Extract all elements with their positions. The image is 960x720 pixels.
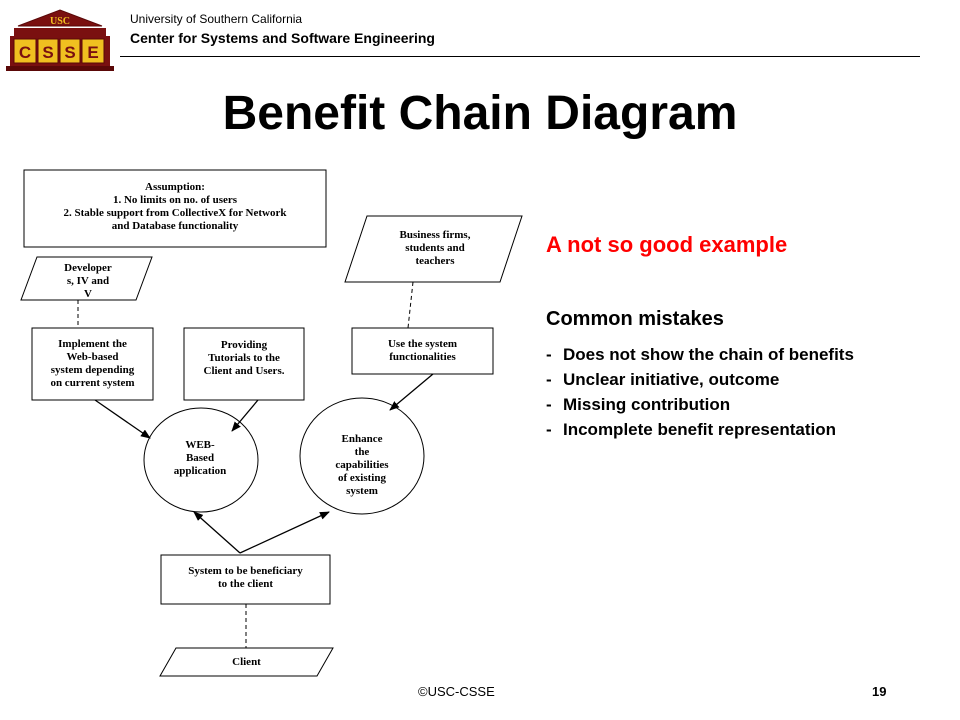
- beneficiary-text: System to be beneficiary to the client: [188, 565, 303, 590]
- business-dashed-link: [407, 281, 414, 329]
- tutorials-text: Providing Tutorials to the Client and Us…: [203, 338, 285, 377]
- page-number: 19: [872, 684, 887, 699]
- implement-text: Implement the Web-based system depending…: [50, 338, 135, 389]
- mistakes-heading: Common mistakes: [546, 308, 724, 330]
- svg-text:S: S: [42, 43, 53, 62]
- slide-title: Benefit Chain Diagram: [222, 87, 738, 140]
- arrow-beneficiary-to-web: [193, 511, 241, 554]
- center-name: Center for Systems and Software Engineer…: [130, 30, 435, 46]
- university-name: University of Southern California: [130, 12, 303, 26]
- tutorials-initiative-box: [183, 327, 305, 401]
- svg-text:USC: USC: [50, 16, 70, 27]
- list-item: -Missing contribution: [546, 395, 731, 414]
- assumption-text: Assumption: 1. No limits on no. of users…: [63, 181, 287, 232]
- assumption-box: [23, 169, 327, 248]
- list-item: -Incomplete benefit representation: [546, 420, 836, 439]
- header-rule: [120, 56, 920, 57]
- svg-text:E: E: [87, 43, 98, 62]
- copyright-text: ©USC-CSSE: [418, 684, 495, 699]
- client-stakeholder: [159, 647, 334, 677]
- arrow-use-to-enhance: [389, 373, 434, 411]
- arrow-tutorials-to-web: [231, 399, 259, 432]
- use-system-initiative-box: [351, 327, 494, 375]
- mistakes-list: -Does not show the chain of benefits -Un…: [546, 342, 854, 442]
- business-stakeholder: [344, 215, 523, 283]
- svg-text:S: S: [64, 43, 75, 62]
- developers-stakeholder: [20, 256, 153, 301]
- arrow-beneficiary-to-enhance: [239, 511, 330, 554]
- use-system-text: Use the system functionalities: [387, 338, 458, 363]
- arrow-implement-to-web: [94, 399, 151, 439]
- developers-text: Developer s, IV and V: [64, 262, 112, 300]
- implement-initiative-box: [31, 327, 154, 401]
- list-item: -Unclear initiative, outcome: [546, 370, 780, 389]
- client-text: Client: [232, 655, 261, 668]
- example-headline: A not so good example: [546, 232, 788, 257]
- business-text: Business firms, students and teachers: [399, 228, 471, 267]
- list-item: -Does not show the chain of benefits: [546, 345, 854, 364]
- enhance-outcome: [299, 397, 425, 515]
- enhance-text: Enhance the capabilities of existing sys…: [335, 432, 389, 497]
- svg-text:C: C: [19, 43, 31, 62]
- usc-csse-logo: USC C S S E: [6, 9, 114, 71]
- web-app-text: WEB- Based application: [173, 438, 227, 477]
